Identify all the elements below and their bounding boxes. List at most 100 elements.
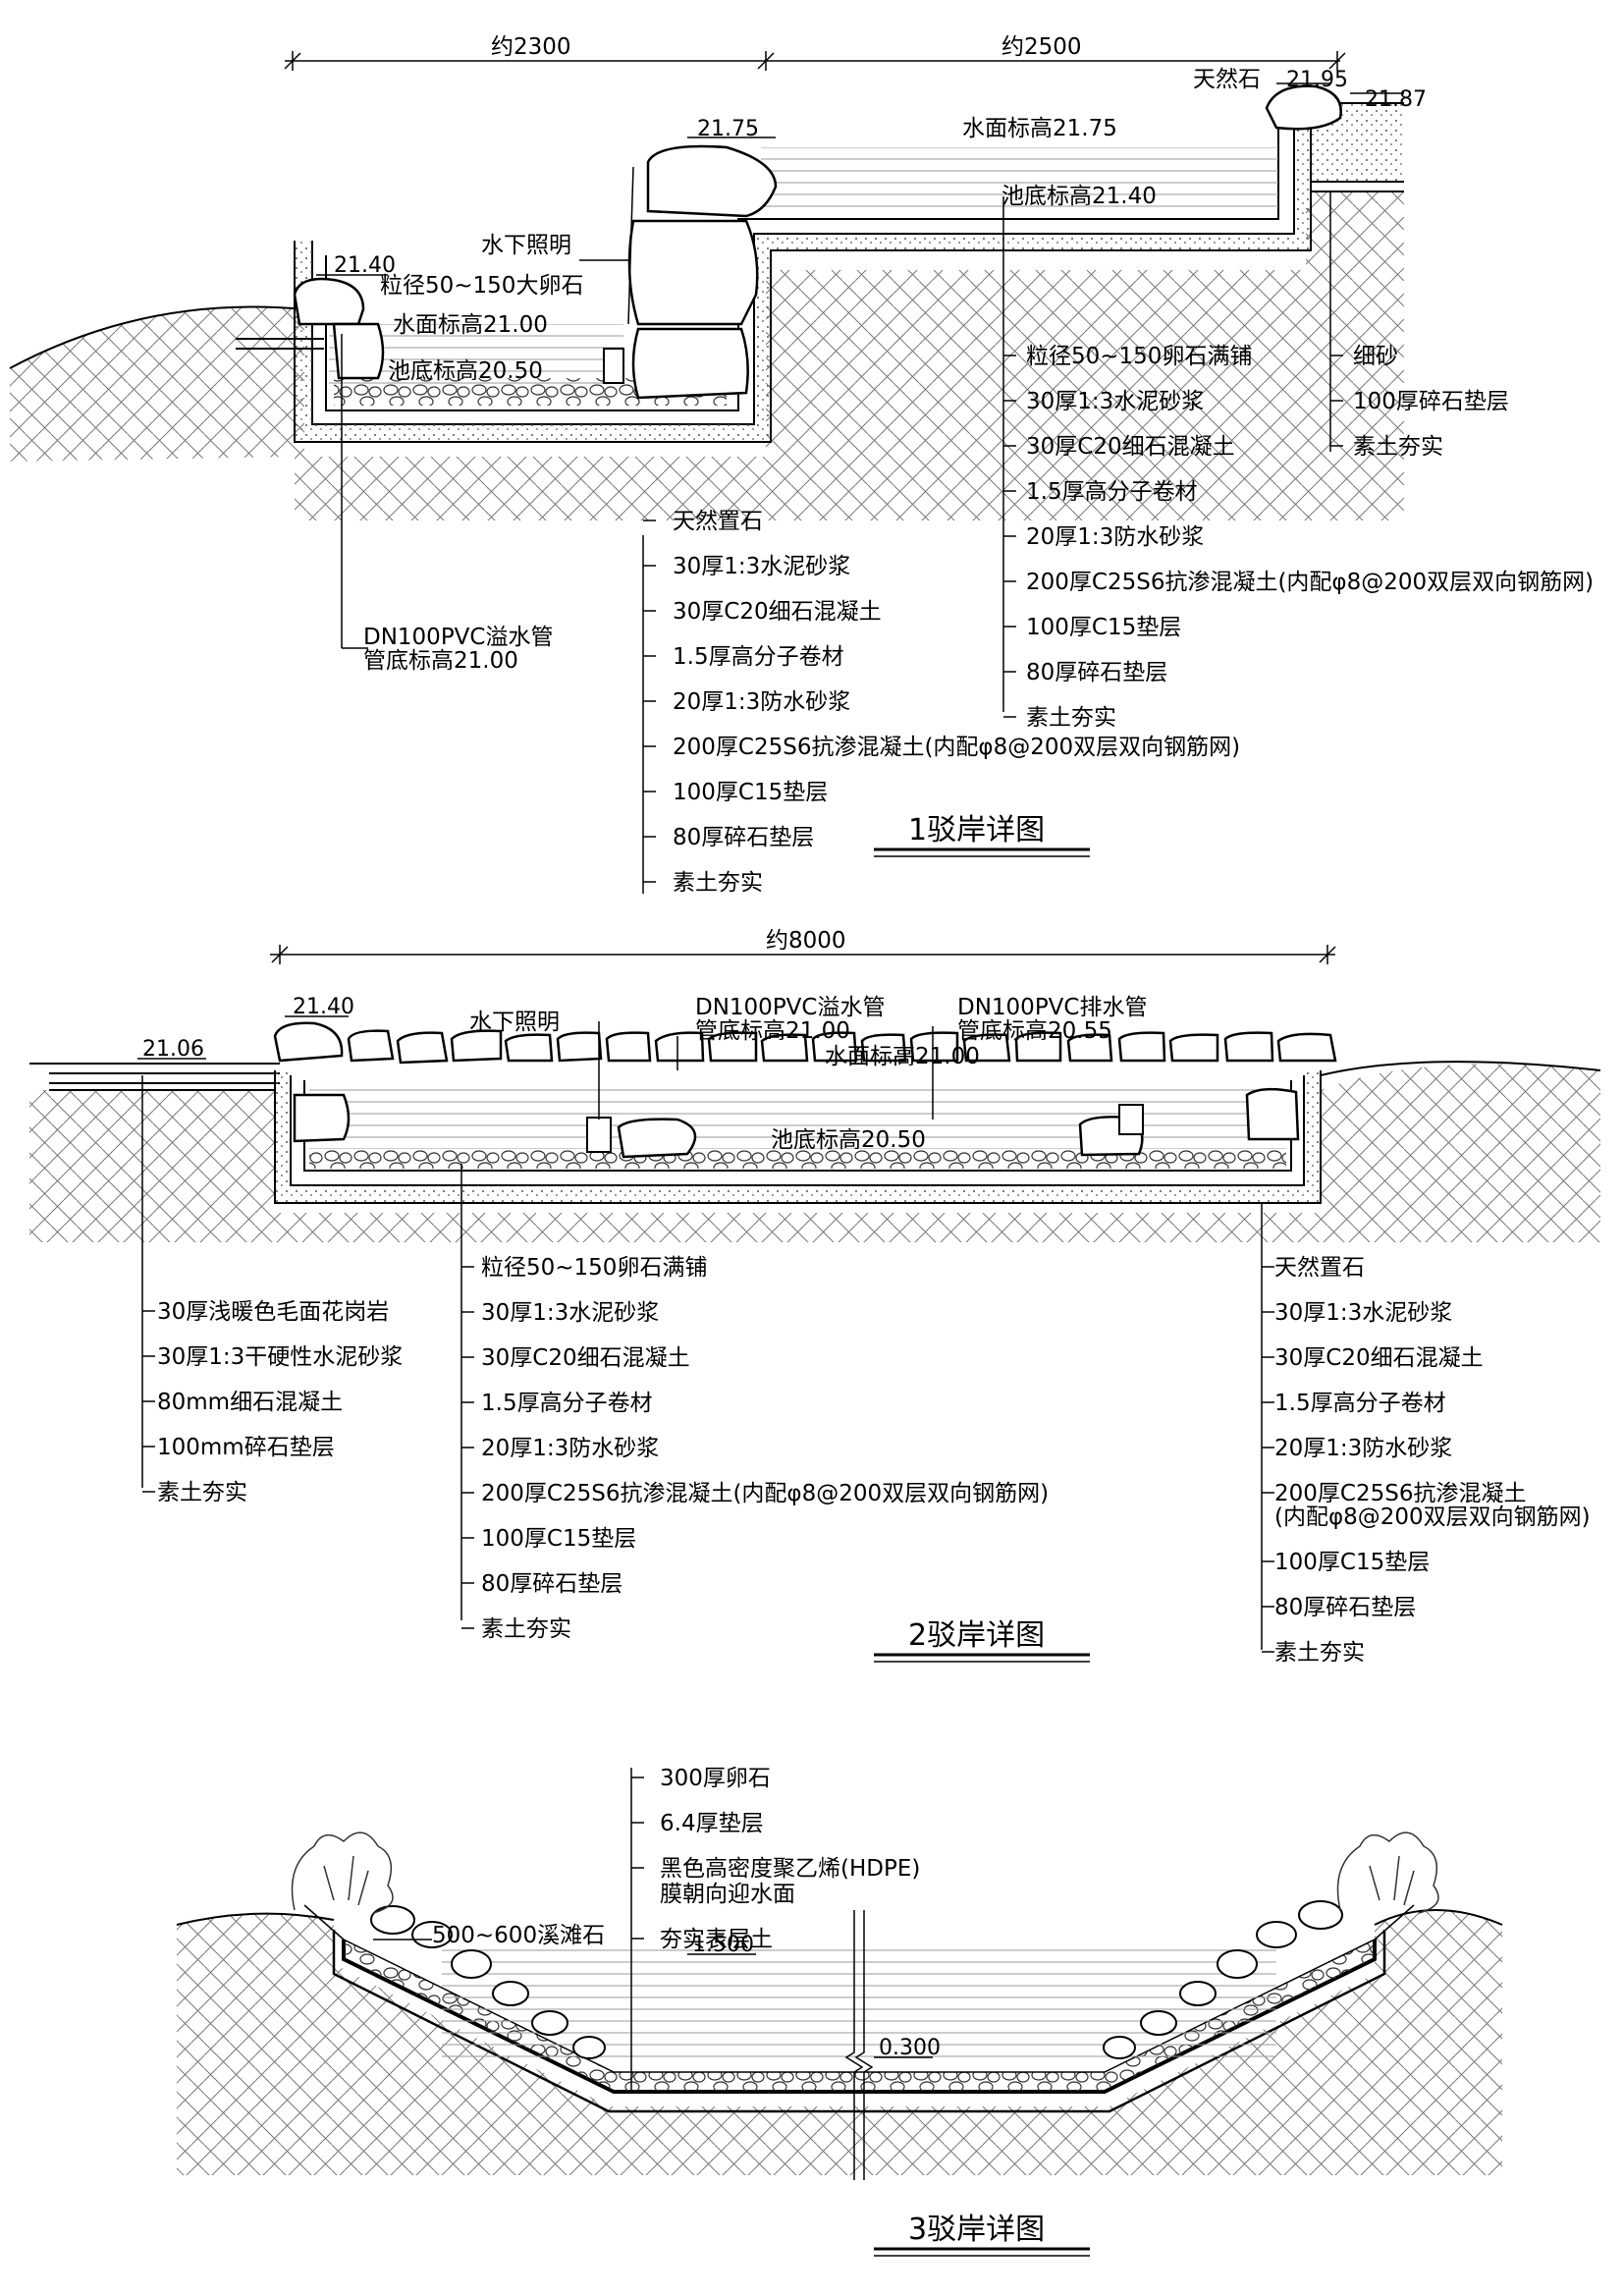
d1-pipe-line2: 管底标高21.00 [363, 648, 518, 674]
d2-light-label: 水下照明 [469, 1010, 560, 1035]
d1-stone-label: 天然石 [1193, 67, 1261, 92]
d1-lr-2: 30厚C20细石混凝土 [1026, 434, 1235, 460]
d2-lr-8: 80厚碎石垫层 [1274, 1595, 1416, 1620]
d3-break-line [844, 1910, 874, 2180]
d1-lc-0: 天然置石 [673, 509, 763, 534]
d3-layer-0: 300厚卵石 [660, 1766, 771, 1791]
d1-lr-7: 80厚碎石垫层 [1026, 660, 1167, 685]
d1-lr-0: 粒径50~150卵石满铺 [1026, 344, 1252, 369]
d2-lc-0: 粒径50~150卵石满铺 [481, 1255, 707, 1281]
d2-lc-5: 200厚C25S6抗渗混凝土(内配φ8@200双层双向钢筋网) [481, 1481, 1049, 1506]
d2-pebbles [309, 1149, 1286, 1169]
d2-layers-center: 粒径50~150卵石满铺 30厚1:3水泥砂浆 30厚C20细石混凝土 1.5厚… [481, 1255, 1049, 1642]
d2-lc-7: 80厚碎石垫层 [481, 1571, 622, 1597]
d2-layers-left: 30厚浅暖色毛面花岗岩 30厚1:3干硬性水泥砂浆 80mm细石混凝土 100m… [157, 1299, 403, 1505]
d2-lc-2: 30厚C20细石混凝土 [481, 1345, 690, 1371]
d1-soil [10, 191, 1404, 520]
d3-ground-line [176, 1909, 1503, 1926]
d3-channel-outline [332, 1930, 1386, 2113]
d2-leader-ticks [142, 1266, 1274, 1653]
d2-lc-6: 100厚C15垫层 [481, 1526, 636, 1552]
d2-leaders [137, 1015, 1263, 1650]
d2-lc-1: 30厚1:3水泥砂浆 [481, 1300, 659, 1326]
d1-rocks [293, 84, 1342, 400]
d2-dim: 约8000 [766, 928, 846, 954]
d3-shrubs-left [291, 1831, 394, 1914]
d1-elev-stone: 21.95 [1286, 68, 1348, 92]
d3-elev-bottom: 0.300 [879, 2036, 941, 2060]
d1-elev-lower-top: 21.40 [334, 253, 396, 278]
d1-layers-right: 粒径50~150卵石满铺 30厚1:3水泥砂浆 30厚C20细石混凝土 1.5厚… [1026, 344, 1594, 731]
d2-lr-3: 1.5厚高分子卷材 [1274, 1391, 1446, 1416]
d2-ll-2: 80mm细石混凝土 [157, 1390, 343, 1415]
d2-lr-5: 200厚C25S6抗渗混凝土 [1274, 1481, 1526, 1506]
d3-leader-ticks [631, 1777, 644, 1940]
d2-lr-6: (内配φ8@200双层双向钢筋网) [1274, 1504, 1591, 1530]
d2-dimension-line [270, 945, 1336, 964]
d1-lr-6: 100厚C15垫层 [1026, 615, 1181, 640]
d2-elev-top: 21.40 [293, 995, 354, 1019]
d1-lr-5: 200厚C25S6抗渗混凝土(内配φ8@200双层双向钢筋网) [1026, 570, 1594, 595]
d1-lr-1: 30厚1:3水泥砂浆 [1026, 389, 1204, 414]
d2-lr-9: 素土夯实 [1274, 1640, 1365, 1666]
d1-layers-center: 天然置石 30厚1:3水泥砂浆 30厚C20细石混凝土 1.5厚高分子卷材 20… [673, 509, 1240, 896]
d1-light-fixture [603, 348, 624, 384]
d1-upper-water [761, 147, 1278, 216]
d2-lr-4: 20厚1:3防水砂浆 [1274, 1436, 1452, 1461]
detail-2: 约8000 [29, 928, 1601, 1666]
d1-dim-right: 约2500 [1001, 34, 1082, 60]
d2-lr-1: 30厚1:3水泥砂浆 [1274, 1300, 1452, 1326]
d3-cobble-fill [303, 1904, 1415, 2093]
d1-dimension-line [284, 51, 1346, 71]
d3-leaders [373, 1768, 933, 2092]
d2-ll-1: 30厚1:3干硬性水泥砂浆 [157, 1344, 403, 1370]
d2-lr-7: 100厚C15垫层 [1274, 1550, 1430, 1575]
d3-shrubs-right [1336, 1831, 1439, 1914]
d3-layer-1: 6.4厚垫层 [660, 1811, 764, 1836]
d2-light-fixture-left [586, 1117, 612, 1153]
d2-lc-8: 素土夯实 [481, 1616, 571, 1642]
d3-layer-4: 夯实表层土 [660, 1927, 773, 1952]
d2-ground-right [1320, 1061, 1601, 1076]
d2-soil [29, 1064, 1600, 1242]
d1-lr-8: 素土夯实 [1026, 705, 1116, 731]
d1-title: 1驳岸详图 [908, 813, 1045, 847]
d2-layers-right: 天然置石 30厚1:3水泥砂浆 30厚C20细石混凝土 1.5厚高分子卷材 20… [1274, 1255, 1591, 1666]
d1-lf-2: 素土夯实 [1353, 434, 1443, 460]
d1-layers-far: 细砂 100厚碎石垫层 素土夯实 [1353, 344, 1509, 460]
d3-stones [370, 1900, 1343, 2059]
d1-leader-ticks [643, 355, 1343, 883]
d1-lc-1: 30厚1:3水泥砂浆 [673, 554, 850, 579]
d1-lc-7: 80厚碎石垫层 [673, 825, 814, 850]
d1-elev-ground-right: 21.87 [1365, 87, 1427, 112]
d2-ll-4: 素土夯实 [157, 1480, 247, 1505]
d1-ground-line [9, 305, 305, 369]
d3-stone-label: 500~600溪滩石 [432, 1923, 605, 1948]
d2-overflow-1: DN100PVC溢水管 [695, 995, 885, 1020]
d2-lc-3: 1.5厚高分子卷材 [481, 1391, 653, 1416]
d2-title: 2驳岸详图 [908, 1618, 1045, 1653]
d1-lc-8: 素土夯实 [673, 870, 763, 896]
d2-lc-4: 20厚1:3防水砂浆 [481, 1436, 659, 1461]
d1-upper-water: 水面标高21.75 [962, 116, 1117, 141]
d2-rock-edge [273, 1021, 1337, 1159]
d1-light-label: 水下照明 [481, 233, 571, 258]
d2-drain-1: DN100PVC排水管 [957, 995, 1147, 1020]
d2-lr-2: 30厚C20细石混凝土 [1274, 1345, 1484, 1371]
d1-dim-left: 约2300 [491, 34, 571, 60]
d1-lc-2: 30厚C20细石混凝土 [673, 599, 882, 625]
d1-lr-3: 1.5厚高分子卷材 [1026, 479, 1198, 505]
d2-bottom-label: 池底标高20.50 [771, 1127, 926, 1153]
d2-concrete-fill [275, 1070, 1321, 1203]
d1-lc-6: 100厚C15垫层 [673, 780, 828, 805]
d3-title: 3驳岸详图 [908, 2213, 1045, 2247]
d1-lc-3: 1.5厚高分子卷材 [673, 644, 844, 670]
d2-elev-left: 21.06 [142, 1037, 204, 1062]
d1-cobble-label: 粒径50~150大卵石 [380, 273, 583, 299]
d2-paving [29, 1063, 280, 1091]
detail-3: 300厚卵石 6.4厚垫层 黑色高密度聚乙烯(HDPE) 膜朝向迎水面 夯实表层… [176, 1766, 1503, 2257]
d1-lf-1: 100厚碎石垫层 [1353, 389, 1509, 414]
d1-lower-water: 水面标高21.00 [393, 312, 548, 338]
d2-ll-3: 100mm碎石垫层 [157, 1435, 335, 1460]
